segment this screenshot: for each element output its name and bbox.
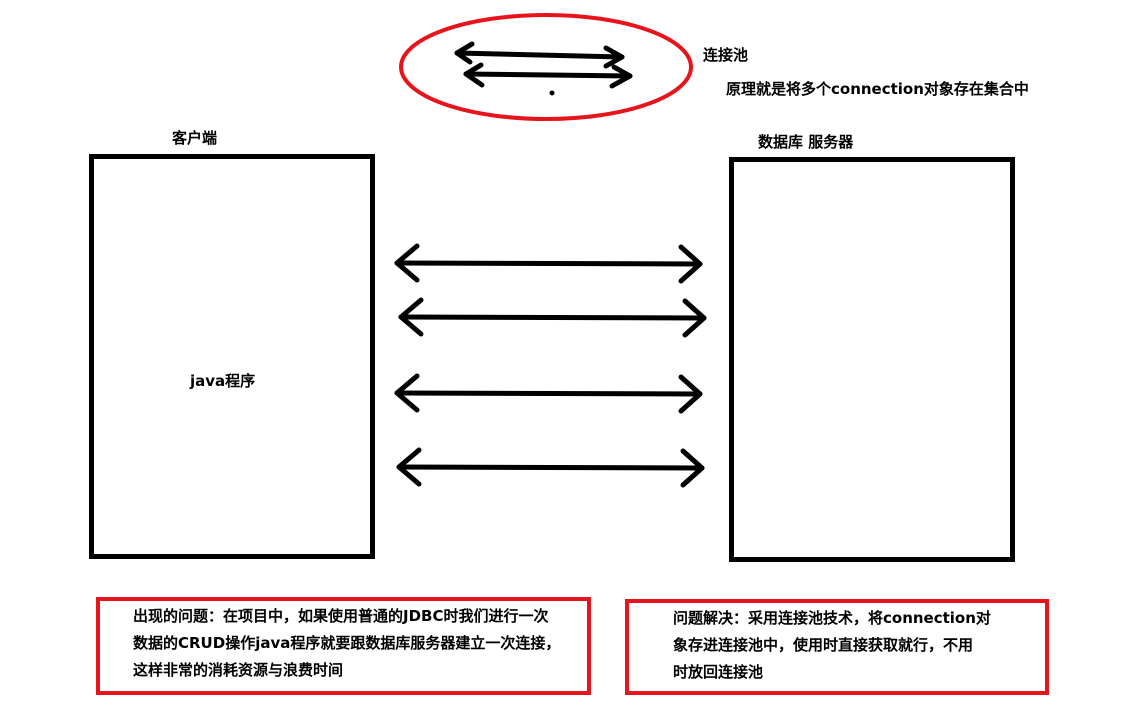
- server-title: 数据库 服务器: [758, 133, 854, 151]
- pool-title: 连接池: [703, 46, 749, 64]
- connection-arrow-3: [394, 373, 703, 414]
- solution-line-3: 时放回连接池: [673, 663, 764, 681]
- solution-note: 问题解决：采用连接池技术，将connection对 象存进连接池中，使用时直接获…: [625, 599, 1049, 695]
- solution-line-1: 问题解决：采用连接池技术，将connection对: [673, 609, 991, 627]
- connection-arrow-4: [396, 447, 705, 488]
- pool-arrow-2: [463, 62, 633, 89]
- pool-arrow-1: [454, 41, 625, 69]
- pool-description: 原理就是将多个connection对象存在集合中: [726, 80, 1029, 98]
- connection-pool-ellipse: [399, 13, 693, 121]
- pool-dot: [549, 90, 555, 96]
- client-box: java程序: [89, 154, 375, 559]
- problem-line-1: 出现的问题：在项目中，如果使用普通的JDBC时我们进行一次: [133, 607, 549, 625]
- problem-line-3: 这样非常的消耗资源与浪费时间: [133, 661, 344, 679]
- connection-arrow-2: [398, 297, 707, 338]
- problem-note: 出现的问题：在项目中，如果使用普通的JDBC时我们进行一次 数据的CRUD操作j…: [96, 597, 591, 695]
- problem-line-2: 数据的CRUD操作java程序就要跟数据库服务器建立一次连接，: [133, 634, 561, 652]
- client-title: 客户端: [172, 129, 218, 147]
- connection-arrow-1: [394, 243, 703, 284]
- solution-line-2: 象存进连接池中，使用时直接获取就行，不用: [673, 636, 974, 654]
- server-box: [729, 157, 1015, 562]
- client-program-label: java程序: [190, 372, 256, 390]
